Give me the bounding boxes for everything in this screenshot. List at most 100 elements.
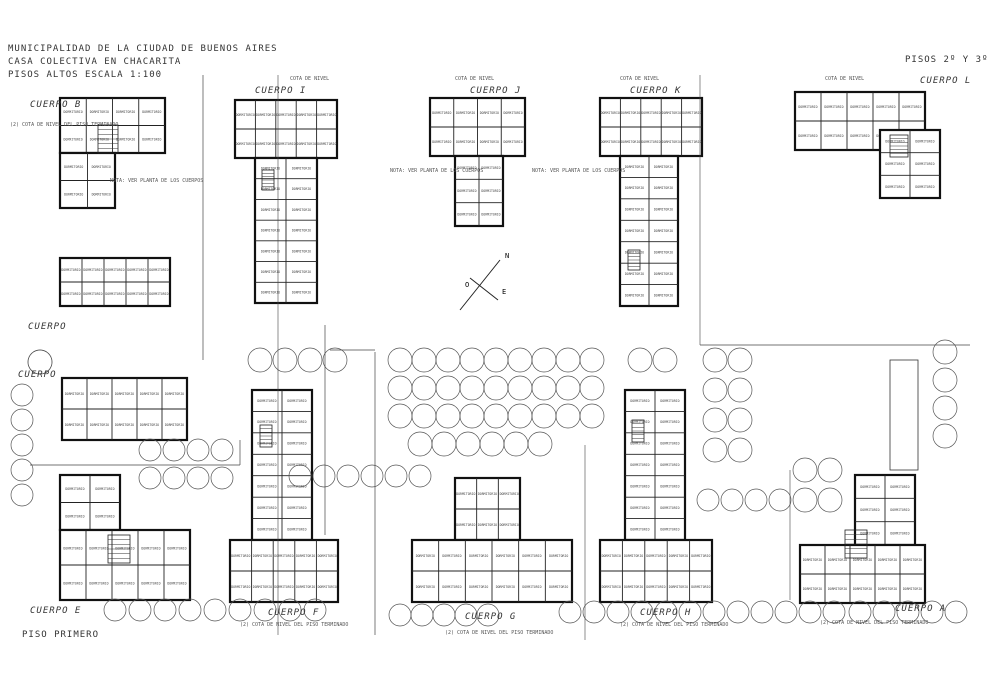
label-cuerpo-c: CUERPO (28, 322, 67, 332)
tree (186, 466, 210, 490)
room-label: DORMITORIO (803, 587, 822, 591)
room-label: DORMITORIO (256, 113, 275, 117)
garden-strip (889, 359, 919, 471)
stair (107, 534, 131, 564)
room-label: DORMITORIO (442, 585, 461, 589)
tree (932, 423, 958, 449)
room-label: DORMITORIO (63, 546, 82, 550)
building-cuerpo-i-head: DORMITORIODORMITORIODORMITORIODORMITORIO… (233, 98, 339, 160)
tree (579, 375, 605, 401)
room-label: DORMITORIO (115, 581, 134, 585)
room-label: DORMITORIO (257, 442, 276, 446)
building-cuerpo-e-base: DORMITORIO DORMITORIO DORMITORIO DORMITORIO… (58, 528, 192, 602)
room-label: DORMITORIO (504, 140, 523, 144)
tree (507, 347, 533, 373)
room-label: DORMITORIO (165, 392, 184, 396)
tree (103, 598, 127, 622)
tree (932, 339, 958, 365)
room-label: DORMITORIO (261, 229, 280, 233)
room-label: DORMITORIO (274, 585, 293, 589)
room-label: DORMITORIO (621, 140, 640, 144)
room-label: DORMITORIO (292, 208, 311, 212)
room-label: DORMITORIO (669, 554, 688, 558)
tree (303, 598, 327, 622)
label-cuerpo-l: CUERPO L (920, 76, 972, 86)
tree (531, 375, 557, 401)
room-label: DORMITORIO (522, 585, 541, 589)
room-label: DORMITORIO (624, 554, 643, 558)
room-label: DORMITORIO (257, 399, 276, 403)
room-label: DORMITORIO (878, 587, 897, 591)
compass-rose: N O E (459, 252, 509, 311)
room-label: DORMITORIO (95, 487, 114, 491)
room-label: DORMITORIO (602, 585, 621, 589)
room-label: DORMITORIO (682, 111, 701, 115)
room-label: DORMITORIO (276, 113, 295, 117)
note-level-l: COTA DE NIVEL (825, 76, 865, 82)
room-label: DORMITORIO (90, 423, 109, 427)
tree (507, 403, 533, 429)
room-label: DORMITORIO (253, 554, 272, 558)
room-label: DORMITORIO (853, 587, 872, 591)
tree (727, 407, 753, 433)
room-label: DORMITORIO (625, 186, 644, 190)
tree (322, 347, 348, 373)
room-label: DORMITORIO (654, 165, 673, 169)
room-label: DORMITORIO (442, 554, 461, 558)
tree (822, 600, 846, 624)
tree (253, 598, 277, 622)
room-label: DORMITORIO (660, 506, 679, 510)
room-label: DORMITORIO (165, 423, 184, 427)
label-cuerpo-b: CUERPO B (30, 100, 82, 110)
room-label: DORMITORIO (480, 111, 499, 115)
compass-n-label: N (505, 252, 509, 260)
tree (531, 403, 557, 429)
room-label: DORMITORIO (457, 213, 476, 217)
building-cuerpo-l-side: DORMITORIODORMITORIODORMITORIODORMITORIO… (878, 128, 942, 200)
tree (872, 600, 896, 624)
room-label: DORMITORIO (646, 585, 665, 589)
room-label: DORMITORIO (890, 532, 909, 536)
room-label: DORMITORIO (261, 270, 280, 274)
building-cuerpo-k-head: DORMITORIODORMITORIODORMITORIODORMITORIO… (598, 96, 704, 158)
tree (896, 600, 920, 624)
room-label: DORMITORIO (261, 208, 280, 212)
room-label: DORMITORIO (630, 399, 649, 403)
room-label: DORMITORIO (803, 558, 822, 562)
tree (459, 375, 485, 401)
tree (388, 603, 412, 627)
room-label: DORMITORIO (257, 506, 276, 510)
tree (138, 438, 162, 462)
room-label: DORMITORIO (89, 581, 108, 585)
room-label: DORMITORIO (456, 523, 475, 527)
room-label: DORMITORIO (481, 213, 500, 217)
room-label: DORMITORIO (256, 142, 275, 146)
tree (210, 466, 234, 490)
room-label: DORMITORIO (297, 142, 316, 146)
room-label: DORMITORIO (549, 554, 568, 558)
room-label: DORMITORIO (65, 515, 84, 519)
tree (483, 375, 509, 401)
room-label: DORMITORIO (456, 492, 475, 496)
tree (579, 403, 605, 429)
room-label: DORMITORIO (481, 166, 500, 170)
tree (387, 403, 413, 429)
room-label: DORMITORIO (885, 162, 904, 166)
room-label: DORMITORIO (654, 186, 673, 190)
stair (889, 134, 909, 158)
trees (10, 339, 968, 627)
tree (792, 487, 818, 513)
tree (178, 598, 202, 622)
room-label: DORMITORIO (115, 546, 134, 550)
room-label: DORMITORIO (828, 558, 847, 562)
tree (435, 347, 461, 373)
room-label: DORMITORIO (149, 268, 168, 272)
label-cuerpo-i: CUERPO I (255, 86, 307, 96)
room-label: DORMITORIO (317, 142, 336, 146)
tree (702, 437, 728, 463)
tree (678, 600, 702, 624)
room-label: DORMITORIO (90, 110, 109, 114)
tree (459, 347, 485, 373)
tree (702, 347, 728, 373)
